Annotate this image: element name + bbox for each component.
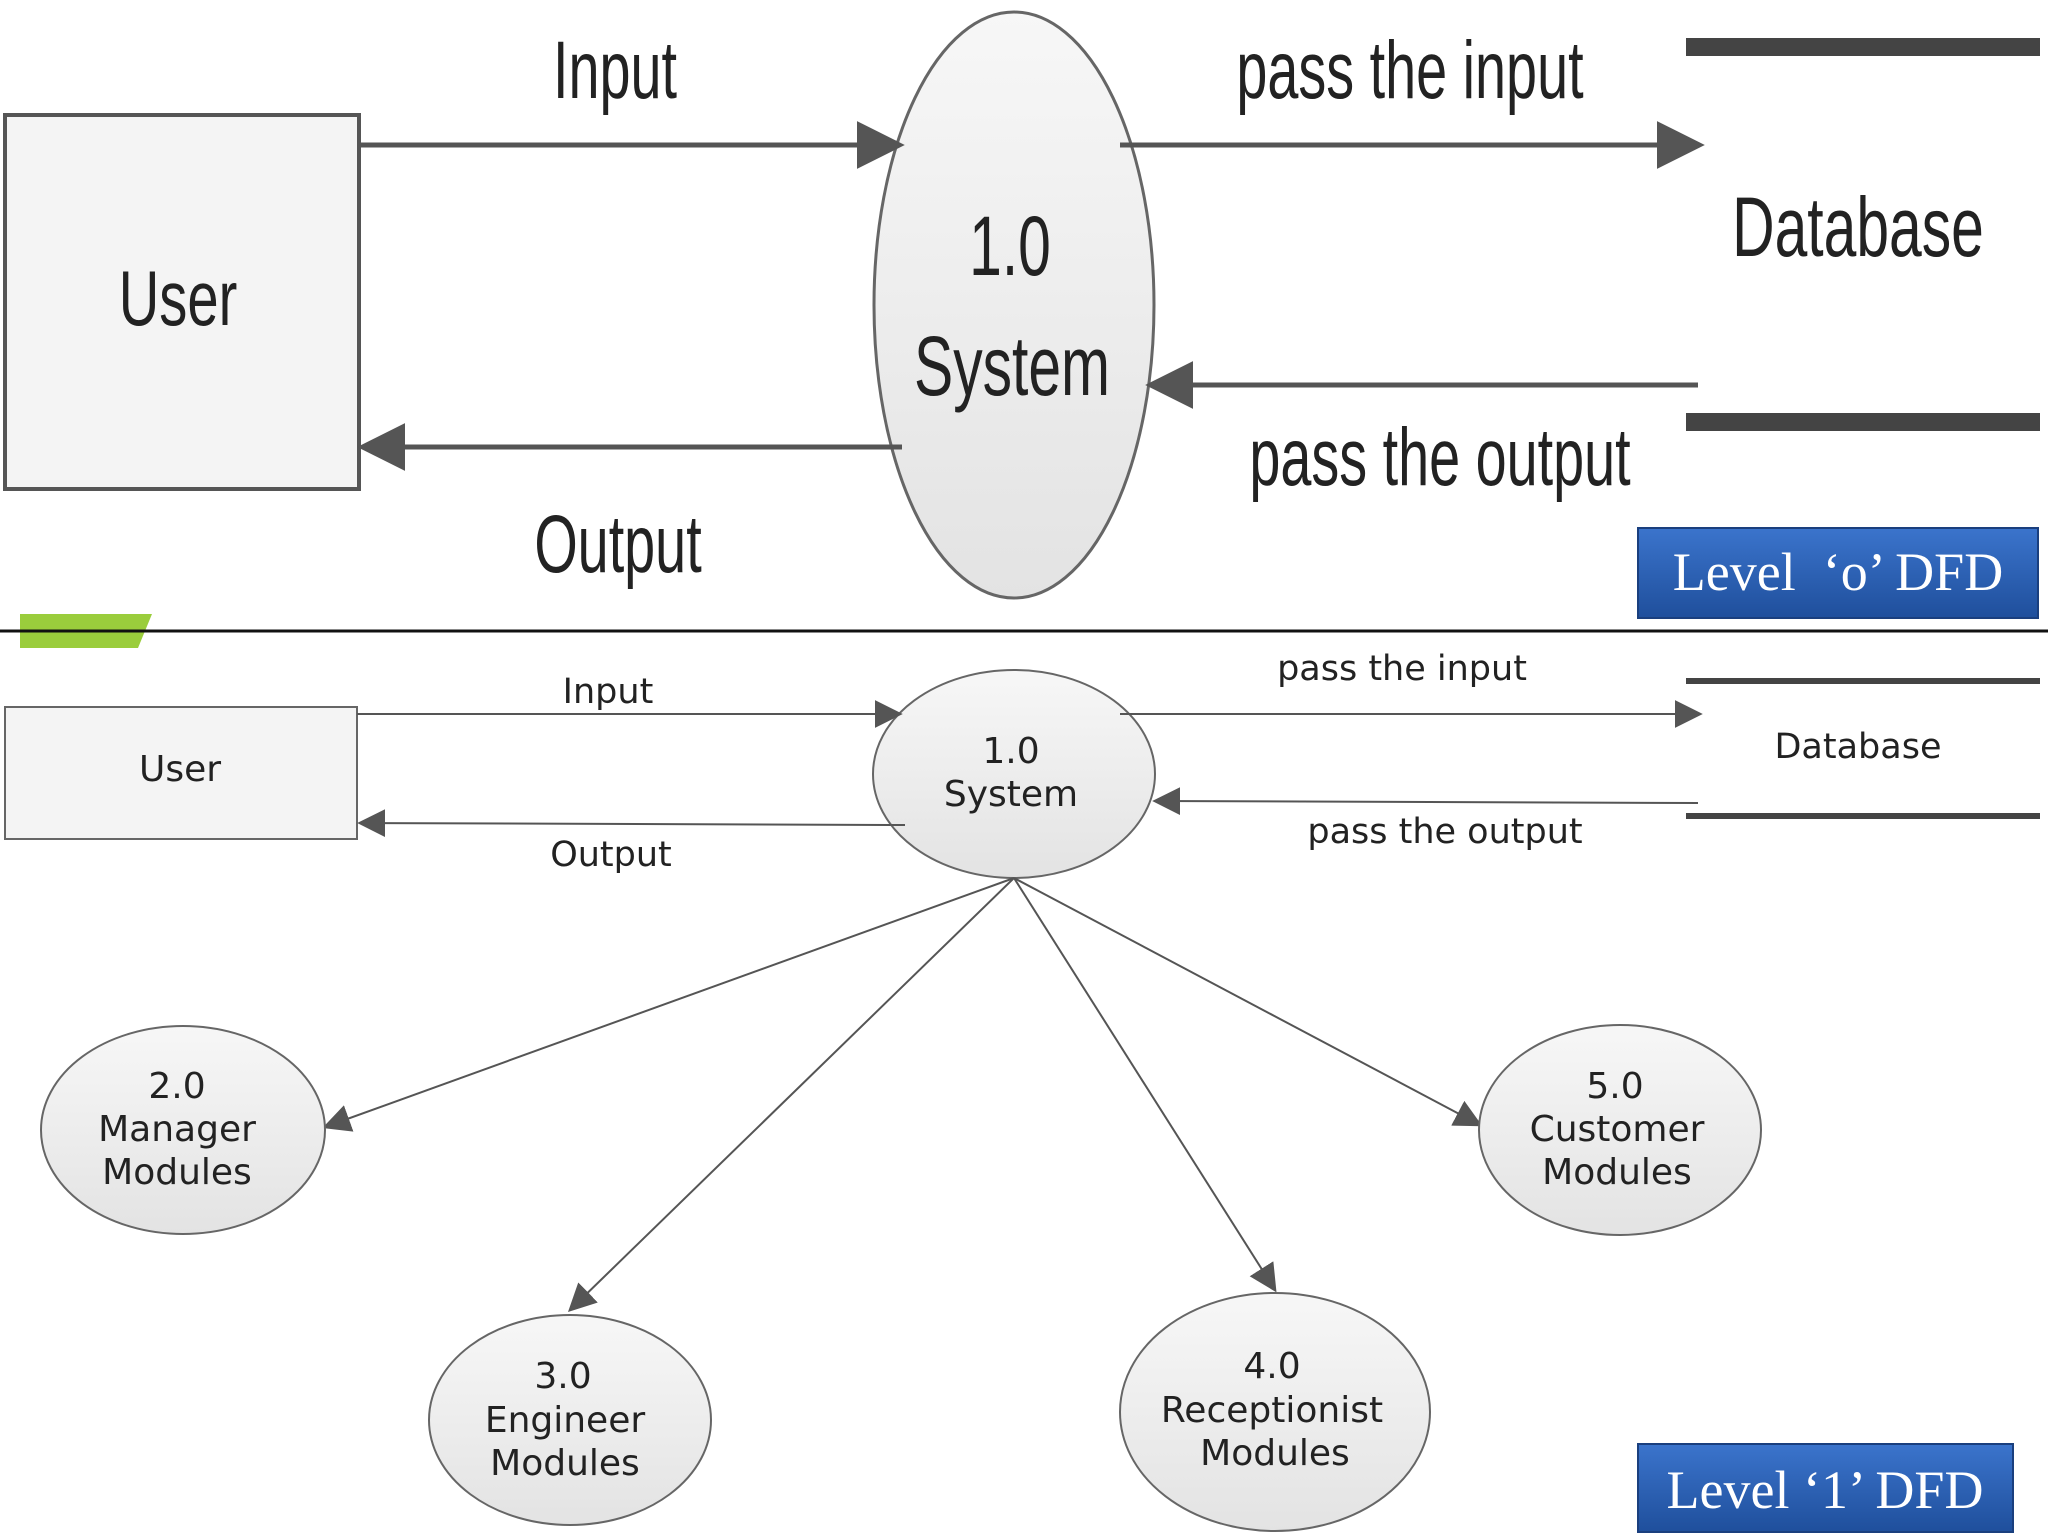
level0-store-label: Database xyxy=(1732,181,1984,275)
level0-process-bubble xyxy=(872,10,1156,600)
level1-pass-output-arrow xyxy=(1152,787,1699,816)
customer-module-bubble xyxy=(1478,1024,1762,1236)
manager-module: 2.0 Manager Modules xyxy=(40,1025,326,1235)
level0-pass-output-label: pass the output xyxy=(1249,411,1630,502)
level1-output-arrow xyxy=(357,809,906,838)
level1-store-label: Database xyxy=(1774,727,1941,767)
receptionist-module-bubble xyxy=(1119,1292,1431,1532)
level0-user-label: User xyxy=(119,255,238,342)
customer-module-number: 5.0 xyxy=(1586,1066,1643,1107)
level1-user-entity xyxy=(4,706,358,840)
level1-process-name: System xyxy=(944,774,1078,815)
customer-module-line2: Modules xyxy=(1542,1152,1692,1193)
manager-module-bubble xyxy=(40,1025,326,1235)
level1-output-label: Output xyxy=(550,835,672,875)
receptionist-module: 4.0 Receptionist Modules xyxy=(1119,1292,1431,1532)
engineer-module: 3.0 Engineer Modules xyxy=(428,1314,712,1526)
engineer-module-line1: Engineer xyxy=(485,1400,646,1441)
level1-diagram: User 1.0 System Database Input Output pa… xyxy=(4,649,2040,1533)
level1-badge xyxy=(1637,1443,2014,1533)
manager-module-number: 2.0 xyxy=(148,1066,205,1107)
level1-pass-output-label: pass the output xyxy=(1307,812,1582,852)
level0-badge-label: Level ‘o’ DFD xyxy=(1673,542,2003,602)
customer-module: 5.0 Customer Modules xyxy=(1478,1024,1762,1236)
arrow-to-manager-module xyxy=(322,877,1015,1132)
engineer-module-line2: Modules xyxy=(490,1443,640,1484)
arrow-to-customer-module xyxy=(1013,877,1483,1127)
receptionist-module-line2: Modules xyxy=(1200,1433,1350,1474)
level1-badge-label: Level ‘1’ DFD xyxy=(1667,1460,1984,1520)
customer-module-line1: Customer xyxy=(1530,1109,1705,1150)
level0-input-label: Input xyxy=(553,24,677,115)
level1-input-label: Input xyxy=(563,672,654,712)
arrow-to-engineer-module xyxy=(567,877,1015,1312)
level0-pass-input-label: pass the input xyxy=(1236,24,1583,115)
receptionist-module-number: 4.0 xyxy=(1243,1346,1300,1387)
level1-pass-input-label: pass the input xyxy=(1277,649,1527,689)
arrow-to-receptionist-module xyxy=(1013,877,1277,1293)
level0-process-name: System xyxy=(914,320,1110,414)
level0-process-number: 1.0 xyxy=(969,200,1051,294)
manager-module-line2: Modules xyxy=(102,1152,252,1193)
engineer-module-bubble xyxy=(428,1314,712,1526)
level0-diagram: User 1.0 System Database Input Output pa… xyxy=(3,10,2040,619)
level1-process-number: 1.0 xyxy=(982,731,1039,772)
manager-module-line1: Manager xyxy=(98,1109,256,1150)
receptionist-module-line1: Receptionist xyxy=(1161,1390,1383,1431)
engineer-module-number: 3.0 xyxy=(534,1356,591,1397)
level1-user-label: User xyxy=(139,749,221,790)
level0-output-label: Output xyxy=(534,498,701,589)
level0-user-entity xyxy=(3,113,361,491)
level0-badge xyxy=(1637,527,2039,619)
